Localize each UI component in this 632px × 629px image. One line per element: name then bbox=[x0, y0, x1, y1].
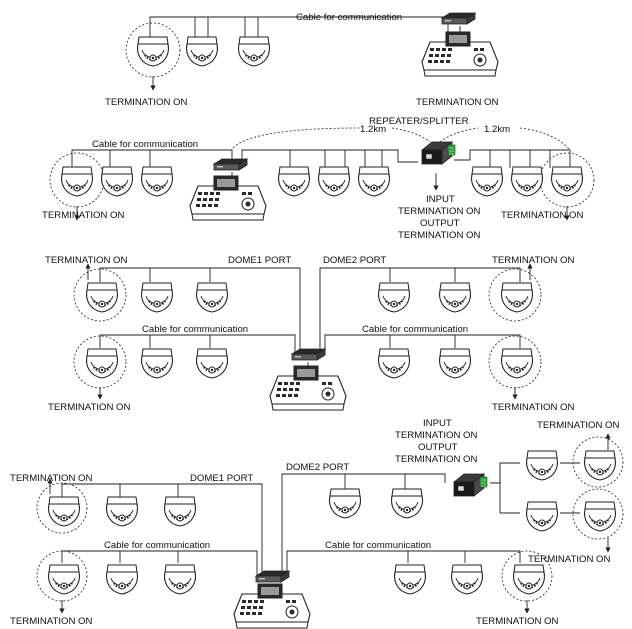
keyboard-controller-icon bbox=[189, 175, 267, 221]
panel-3-dual-port: TERMINATION ON DOME1 PORT DOME2 PORT TER… bbox=[45, 255, 575, 413]
dvr-unit-icon bbox=[255, 570, 290, 583]
dome-camera-icon bbox=[140, 282, 174, 313]
termination-marker bbox=[125, 22, 181, 78]
termination-marker bbox=[36, 550, 88, 602]
termination-label: TERMINATION ON bbox=[10, 473, 93, 484]
distance-label: 1.2km bbox=[360, 124, 386, 135]
dome-camera-icon bbox=[47, 564, 81, 595]
output-label: OUTPUT bbox=[420, 218, 460, 229]
dome-camera-icon bbox=[60, 166, 94, 197]
termination-label: TERMINATION ON bbox=[48, 402, 131, 413]
keyboard-controller-icon bbox=[421, 31, 499, 77]
termination-label: TERMINATION ON bbox=[492, 402, 575, 413]
termination-label: TERMINATION ON bbox=[476, 616, 559, 627]
termination-marker bbox=[572, 436, 624, 488]
termination-marker bbox=[572, 488, 624, 540]
dome-camera-icon bbox=[438, 282, 472, 313]
dome-camera-icon bbox=[393, 564, 427, 595]
dome-camera-icon bbox=[277, 166, 311, 197]
cable-label: Cable for communication bbox=[325, 540, 431, 551]
dome-camera-icon bbox=[550, 166, 584, 197]
termination-label: TERMINATION ON bbox=[105, 97, 188, 108]
dome-camera-icon bbox=[140, 166, 174, 197]
dome1-port-label: DOME1 PORT bbox=[190, 473, 253, 484]
dome-camera-icon bbox=[136, 36, 170, 67]
dome-camera-icon bbox=[163, 496, 197, 527]
dome2-port-label: DOME2 PORT bbox=[286, 462, 349, 473]
termination-marker bbox=[501, 550, 553, 602]
input-label: INPUT bbox=[426, 194, 455, 205]
termination-marker bbox=[488, 268, 542, 322]
dvr-unit-icon bbox=[291, 348, 326, 361]
termination-label: TERMINATION ON bbox=[395, 454, 478, 465]
dome-camera-icon bbox=[390, 488, 424, 519]
input-label: INPUT bbox=[423, 418, 452, 429]
repeater-splitter-icon bbox=[453, 473, 488, 497]
termination-label: TERMINATION ON bbox=[10, 616, 93, 627]
panel-2-repeater-chain: Cable for communication REPEATER/SPLITTE… bbox=[42, 116, 595, 241]
dome-camera-icon bbox=[185, 36, 219, 67]
keyboard-controller-icon bbox=[269, 365, 347, 411]
termination-marker bbox=[73, 268, 127, 322]
termination-label: TERMINATION ON bbox=[398, 230, 481, 241]
termination-label: TERMINATION ON bbox=[501, 210, 584, 221]
dome-camera-icon bbox=[510, 166, 544, 197]
termination-label: TERMINATION ON bbox=[537, 420, 620, 431]
panel-1-single-chain: Cable for communication TERMINATION ON T… bbox=[105, 12, 499, 108]
output-label: OUTPUT bbox=[418, 442, 458, 453]
termination-label: TERMINATION ON bbox=[45, 255, 128, 266]
dome-camera-icon bbox=[163, 564, 197, 595]
dome-camera-icon bbox=[500, 348, 534, 379]
cable-label: Cable for communication bbox=[104, 540, 210, 551]
termination-label: TERMINATION ON bbox=[42, 210, 125, 221]
dome-camera-icon bbox=[317, 166, 351, 197]
dome-camera-icon bbox=[377, 348, 411, 379]
dome2-port-label: DOME2 PORT bbox=[323, 255, 386, 266]
dome-camera-icon bbox=[47, 496, 81, 527]
dome-camera-icon bbox=[195, 348, 229, 379]
dome-camera-icon bbox=[85, 282, 119, 313]
cable-label: Cable for communication bbox=[296, 12, 402, 23]
dome-camera-icon bbox=[195, 282, 229, 313]
dome1-port-label: DOME1 PORT bbox=[228, 255, 291, 266]
termination-label: TERMINATION ON bbox=[416, 97, 499, 108]
dome-camera-icon bbox=[583, 501, 617, 532]
dome-camera-icon bbox=[105, 496, 139, 527]
dvr-unit-icon bbox=[213, 158, 248, 171]
dome-camera-icon bbox=[450, 564, 484, 595]
repeater-splitter-label: REPEATER/SPLITTER bbox=[369, 116, 469, 127]
cable-label: Cable for communication bbox=[362, 324, 468, 335]
dome-camera-icon bbox=[237, 36, 271, 67]
dome-camera-icon bbox=[500, 282, 534, 313]
dome-camera-icon bbox=[583, 450, 617, 481]
dome-camera-icon bbox=[525, 501, 559, 532]
dome-camera-icon bbox=[105, 564, 139, 595]
dome-camera-icon bbox=[377, 282, 411, 313]
dome-camera-icon bbox=[85, 348, 119, 379]
dome-camera-icon bbox=[100, 166, 134, 197]
dome-camera-icon bbox=[357, 166, 391, 197]
termination-marker bbox=[36, 482, 88, 534]
termination-label: TERMINATION ON bbox=[395, 430, 478, 441]
cable-label: Cable for communication bbox=[142, 324, 248, 335]
dome-camera-icon bbox=[140, 348, 174, 379]
dome-camera-icon bbox=[512, 564, 546, 595]
repeater-splitter-icon bbox=[421, 141, 456, 165]
cable-label: Cable for communication bbox=[92, 139, 198, 150]
dome-camera-icon bbox=[470, 166, 504, 197]
dome-camera-icon bbox=[525, 450, 559, 481]
termination-label: TERMINATION ON bbox=[528, 554, 611, 565]
dome-camera-icon bbox=[438, 348, 472, 379]
termination-label: TERMINATION ON bbox=[492, 255, 575, 266]
distance-label: 1.2km bbox=[484, 124, 510, 135]
dome-camera-icon bbox=[328, 488, 362, 519]
termination-label: TERMINATION ON bbox=[398, 206, 481, 217]
panel-4-dual-port-splitter: INPUT TERMINATION ON OUTPUT TERMINATION … bbox=[10, 418, 624, 629]
dvr-unit-icon bbox=[441, 12, 476, 25]
keyboard-controller-icon bbox=[233, 583, 311, 629]
